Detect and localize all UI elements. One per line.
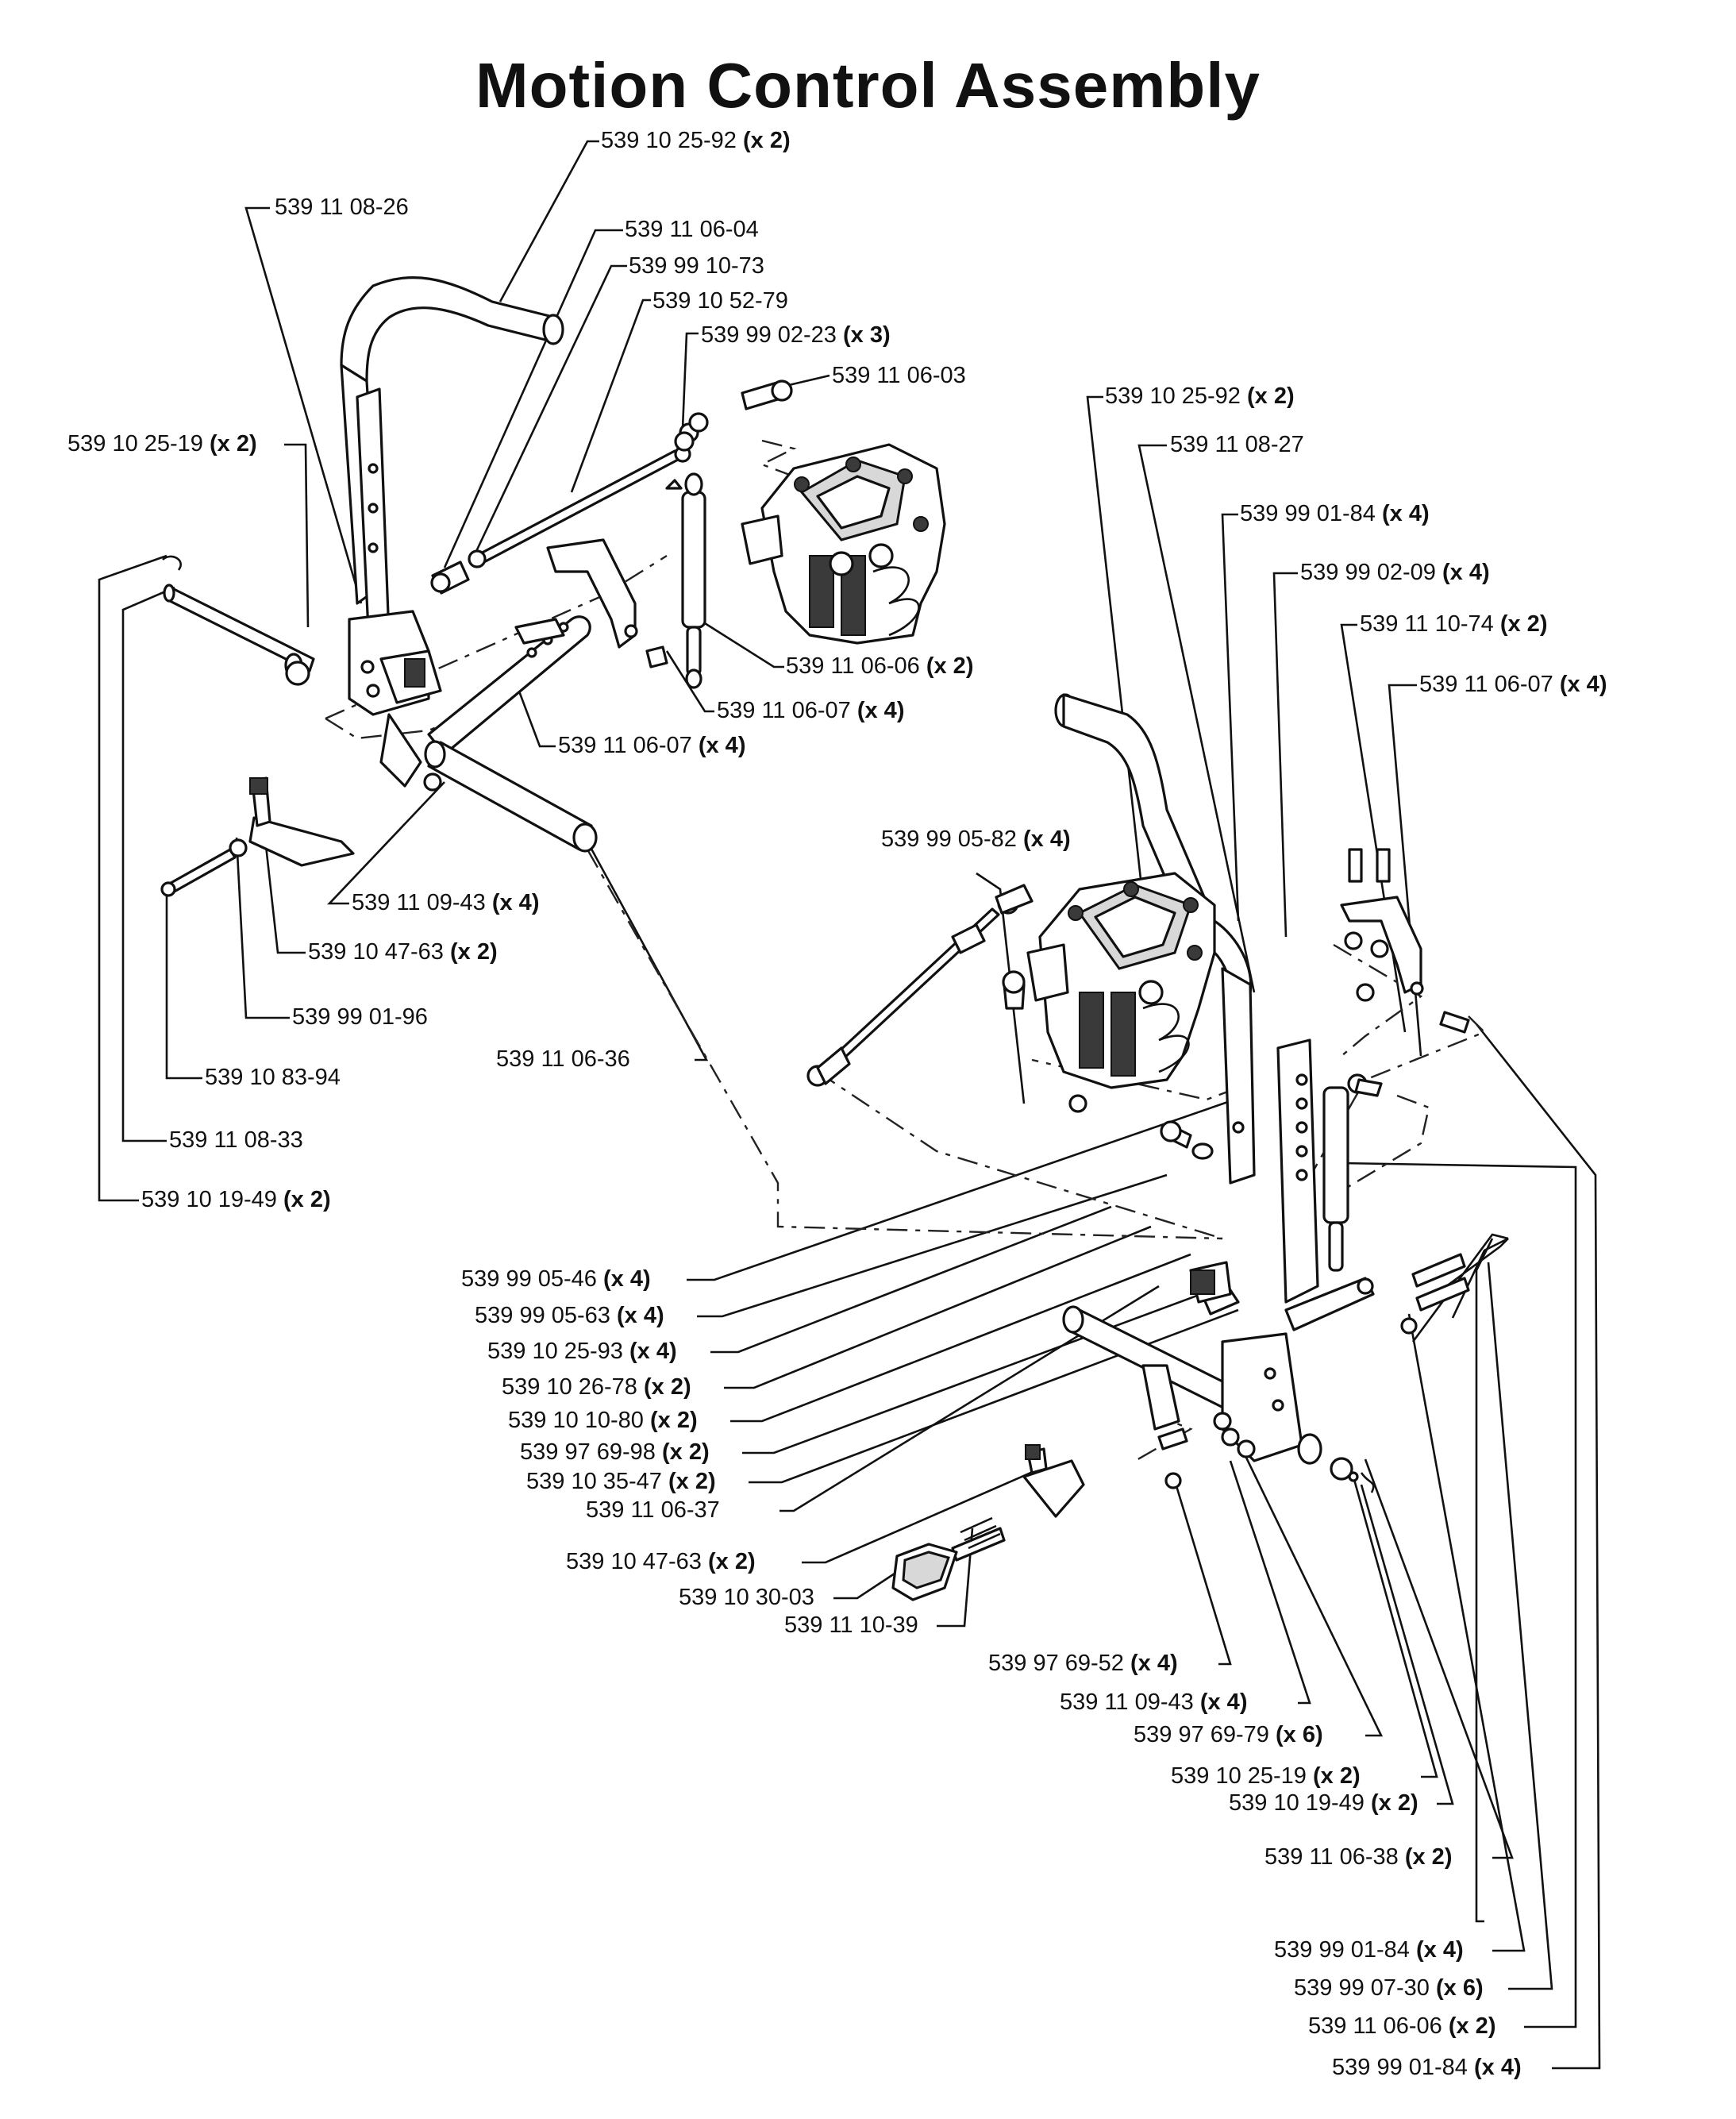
callout-part: 539 99 02-23 (x 3) xyxy=(701,322,891,348)
callout-part: 539 11 09-43 (x 4) xyxy=(352,890,540,915)
adjustment-knob-assembly xyxy=(891,1444,1085,1601)
callout-part: 539 10 47-63 (x 2) xyxy=(566,1549,756,1574)
right-hydraulic-pump xyxy=(995,872,1216,1089)
callout-part: 539 11 06-07 (x 4) xyxy=(558,733,746,758)
callout-part: 539 10 19-49 (x 2) xyxy=(141,1187,331,1212)
callout-handle-grip-left: 539 10 25-92 (x 2) xyxy=(601,128,791,153)
left-long-shaft xyxy=(285,661,598,853)
callout-part: 539 99 10-73 xyxy=(629,253,764,279)
callout-part: 539 11 06-04 xyxy=(625,217,759,242)
callout-part: 539 10 47-63 (x 2) xyxy=(308,939,498,965)
callout-part: 539 11 06-07 (x 4) xyxy=(1419,672,1607,697)
callout-part: 539 11 06-37 xyxy=(586,1497,720,1523)
callout-part: 539 99 05-63 (x 4) xyxy=(475,1303,664,1328)
callout-part: 539 10 35-47 (x 2) xyxy=(526,1469,716,1494)
callout-part: 539 99 05-82 (x 4) xyxy=(881,826,1071,852)
callout-part: 539 11 10-74 (x 2) xyxy=(1360,611,1548,637)
callout-part: 539 11 06-07 (x 4) xyxy=(717,698,905,723)
callout-part: 539 10 83-94 xyxy=(205,1065,341,1090)
callout-long-shaft: 539 11 06-36 xyxy=(496,1046,630,1072)
right-angle-bracket xyxy=(1340,896,1424,996)
left-fasteners-top xyxy=(674,379,793,452)
callout-right-handle: 539 11 08-27 xyxy=(1170,432,1304,457)
callout-part: 539 11 09-43 (x 4) xyxy=(1060,1689,1248,1715)
left-link-arm xyxy=(427,615,591,756)
callout-part: 539 99 01-84 (x 4) xyxy=(1332,2055,1522,2080)
leader-lines xyxy=(98,140,1601,2070)
right-fasteners xyxy=(1002,848,1470,1160)
callout-part: 539 10 25-19 (x 2) xyxy=(67,431,257,457)
callout-part: 539 99 05-46 (x 4) xyxy=(461,1266,651,1292)
diagram-title: Motion Control Assembly xyxy=(475,50,1261,121)
callout-part: 539 10 25-93 (x 4) xyxy=(487,1339,677,1364)
callout-part: 539 97 69-52 (x 4) xyxy=(988,1651,1178,1676)
callout-part: 539 10 25-19 (x 2) xyxy=(1171,1763,1361,1789)
callout-part: 539 97 69-79 (x 6) xyxy=(1134,1722,1323,1747)
left-angle-bracket xyxy=(546,538,668,668)
left-shaft xyxy=(162,555,315,678)
callout-knob: 539 10 30-03 xyxy=(679,1585,814,1610)
callout-part: 539 11 06-03 xyxy=(832,363,966,388)
callout-handle-grip-right: 539 10 25-92 (x 2) xyxy=(1105,383,1295,409)
left-mount-bracket xyxy=(348,610,442,788)
right-tie-rod xyxy=(806,907,1000,1087)
callout-part: 539 99 01-84 (x 4) xyxy=(1274,1937,1464,1963)
right-main-shaft xyxy=(1062,1253,1470,1493)
callout-part: 539 10 19-49 (x 2) xyxy=(1229,1790,1418,1816)
callout-tie-rod: 539 10 52-79 xyxy=(652,288,788,314)
callout-part: 539 99 07-30 (x 6) xyxy=(1294,1975,1484,2001)
callout-part: 539 11 10-39 xyxy=(784,1612,918,1638)
callout-part: 539 99 01-96 xyxy=(292,1004,428,1030)
right-damper xyxy=(1322,1073,1383,1272)
callout-part: 539 99 01-84 (x 4) xyxy=(1240,501,1430,526)
right-slotted-bracket xyxy=(1276,1038,1319,1304)
callout-part: 539 97 69-98 (x 2) xyxy=(520,1439,710,1465)
callout-damper: 539 11 06-06 (x 2) xyxy=(1308,2013,1496,2039)
callout-part: 539 10 26-78 (x 2) xyxy=(502,1374,691,1400)
callout-left-shaft: 539 11 08-33 xyxy=(169,1127,303,1153)
tie-rod xyxy=(430,445,691,595)
callout-part: 539 11 06-38 (x 2) xyxy=(1264,1844,1453,1870)
left-hydraulic-pump xyxy=(741,443,946,645)
callout-damper: 539 11 06-06 (x 2) xyxy=(786,653,974,679)
left-lever-plate xyxy=(160,776,355,897)
callout-part: 539 10 10-80 (x 2) xyxy=(508,1408,698,1433)
callout-part: 539 99 02-09 (x 4) xyxy=(1300,560,1490,585)
left-control-handle xyxy=(340,276,564,649)
left-damper xyxy=(665,472,706,689)
callout-left-handle: 539 11 08-26 xyxy=(275,195,409,220)
